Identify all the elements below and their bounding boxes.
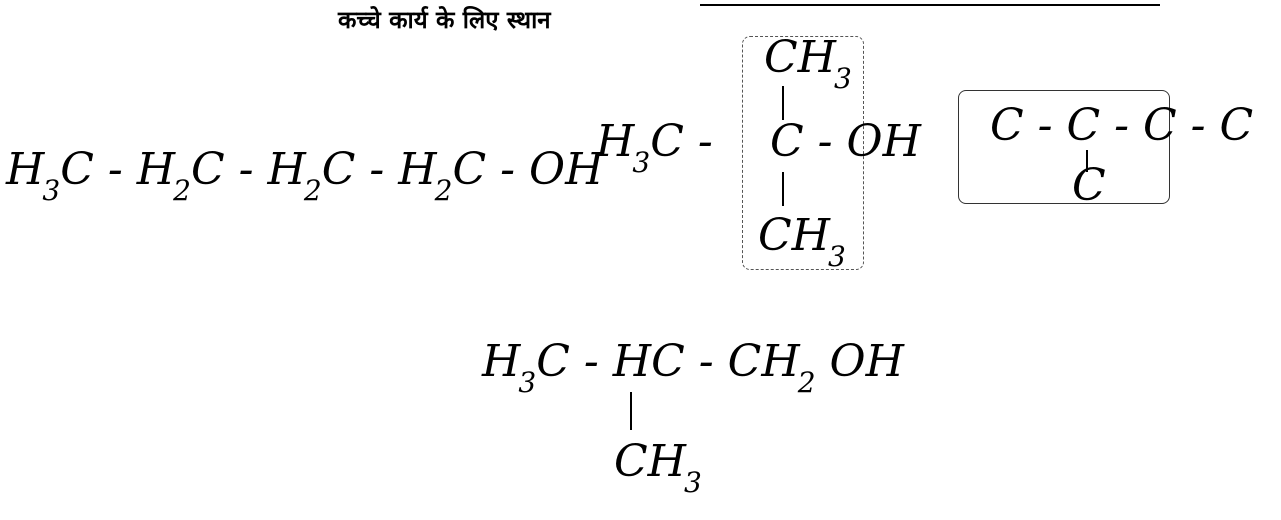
subscript: 3 xyxy=(684,466,702,499)
butanol-formula: H3C - H2C - H2C - H2C - OH xyxy=(6,148,603,205)
skeleton-chain: C - C - C - C xyxy=(990,100,1254,151)
central-carbon: C - OH xyxy=(770,120,921,164)
skeleton-branch: C xyxy=(1072,160,1106,211)
bond: - xyxy=(238,144,254,195)
bond-vertical-bottom xyxy=(782,172,784,206)
methylene-text: CH xyxy=(727,336,800,387)
subscript: 3 xyxy=(632,146,651,179)
left-methyl: H3C - xyxy=(596,120,713,177)
subscript: 3 xyxy=(828,240,846,273)
page-heading: कच्चे कार्य के लिए स्थान xyxy=(338,6,551,34)
hydroxyl-group: OH xyxy=(529,144,604,195)
bond: - xyxy=(583,336,599,387)
bond: - xyxy=(817,116,833,167)
top-methyl: CH3 xyxy=(764,36,852,93)
subscript: 3 xyxy=(834,62,852,95)
atom-h: H xyxy=(6,144,45,195)
methyl-text: CH xyxy=(764,32,837,83)
atom-c: C xyxy=(321,144,356,195)
atom-c: C xyxy=(536,336,570,387)
bond: - xyxy=(107,144,123,195)
subscript: 2 xyxy=(303,174,322,207)
bond: - xyxy=(500,144,515,195)
skeleton-branch-bond xyxy=(1086,150,1088,172)
bottom-methyl: CH3 xyxy=(758,214,846,271)
atom-c: C xyxy=(770,116,804,167)
atom-h: H xyxy=(596,116,635,167)
atom-c: C xyxy=(650,116,684,167)
subscript: 2 xyxy=(434,174,453,207)
bond-vertical-top xyxy=(782,86,784,120)
methine-carbon: HC xyxy=(612,336,685,387)
hydroxyl-group: OH xyxy=(846,116,921,167)
atom-h: H xyxy=(482,336,521,387)
top-rule-line xyxy=(700,4,1160,6)
atom-h: H xyxy=(398,144,437,195)
atom-c: C xyxy=(190,144,225,195)
dashed-highlight-box xyxy=(742,36,864,270)
skeleton-outline xyxy=(958,90,1170,204)
subscript: 2 xyxy=(797,366,816,399)
bond: - xyxy=(369,144,385,195)
atom-h: H xyxy=(136,144,176,195)
subscript: 3 xyxy=(42,174,61,207)
methyl-text: CH xyxy=(758,210,831,261)
isobutanol-formula: H3C - HC - CH2 OH xyxy=(482,340,904,397)
bond-vertical-branch xyxy=(630,392,632,430)
atom-c: C xyxy=(452,144,487,195)
atom-h: H xyxy=(267,144,306,195)
branch-methyl: CH3 xyxy=(614,440,702,497)
bond: - xyxy=(697,116,713,167)
hydroxyl-group: OH xyxy=(829,336,904,387)
subscript: 3 xyxy=(518,366,537,399)
methyl-text: CH xyxy=(614,436,687,487)
atom-c: C xyxy=(60,144,94,195)
subscript: 2 xyxy=(173,174,191,207)
bond: - xyxy=(698,336,714,387)
